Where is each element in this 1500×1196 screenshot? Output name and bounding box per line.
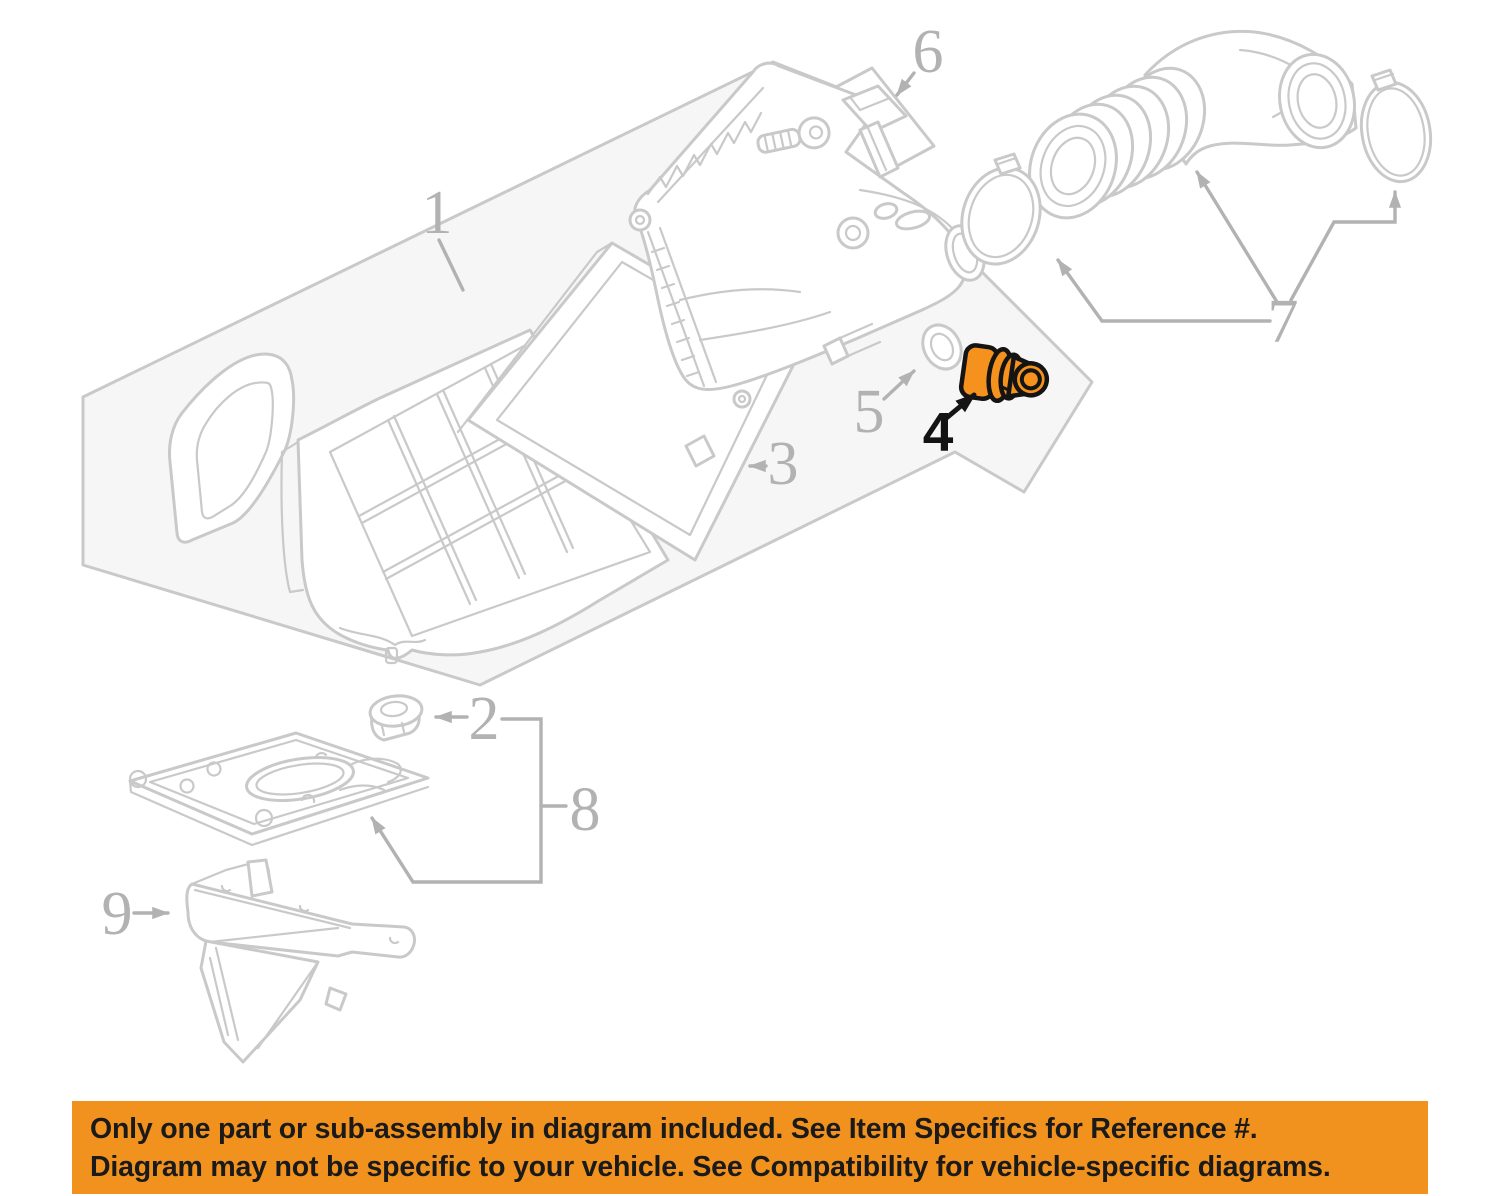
mounting-bolt <box>756 116 831 154</box>
highlighted-grommet <box>958 343 1050 404</box>
air-cleaner-cover <box>628 61 986 468</box>
hose-clamp-right <box>1359 68 1433 184</box>
resonator-gasket-plate <box>128 731 430 847</box>
leader-7-left-clamp <box>1056 258 1272 323</box>
notice-banner: Only one part or sub-assembly in diagram… <box>72 1101 1428 1194</box>
callout-8: 8 <box>569 776 601 844</box>
inlet-seal <box>168 352 296 544</box>
callout-6: 6 <box>912 18 944 86</box>
air-flow-sensor <box>841 84 908 179</box>
support-bracket <box>185 858 416 1064</box>
callout-4-highlighted: 4 <box>922 400 954 463</box>
leader-5 <box>882 369 916 401</box>
notice-line-2: Diagram may not be specific to your vehi… <box>90 1151 1331 1183</box>
callout-2: 2 <box>468 685 500 753</box>
leader-4 <box>941 392 977 423</box>
leader-2-8-bracket <box>370 717 543 884</box>
leader-6 <box>895 71 916 97</box>
intake-hose <box>1028 29 1358 220</box>
callout-7: 7 <box>1267 288 1299 356</box>
mount-grommet <box>368 694 424 742</box>
hose-clamp-left <box>960 152 1042 266</box>
callout-1: 1 <box>421 179 453 247</box>
leader-lines <box>132 71 1402 920</box>
leader-1 <box>437 238 465 292</box>
leader-7-hose <box>1195 170 1279 304</box>
callout-5: 5 <box>853 378 885 446</box>
callout-3: 3 <box>767 430 799 498</box>
notice-line-1: Only one part or sub-assembly in diagram… <box>90 1113 1258 1145</box>
callout-9: 9 <box>101 880 133 948</box>
leader-7-right-clamp <box>1289 190 1402 302</box>
outlet-seal <box>921 323 963 371</box>
